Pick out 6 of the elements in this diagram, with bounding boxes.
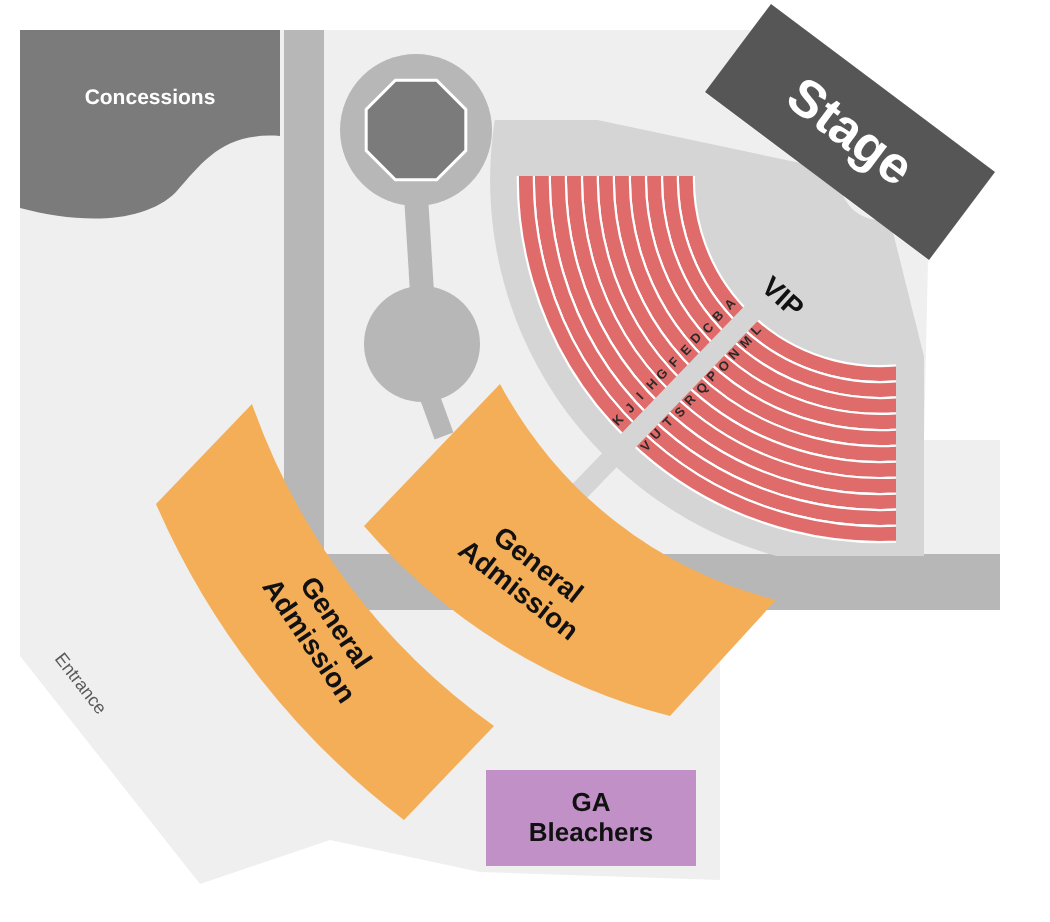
section-label: VIP xyxy=(753,267,813,328)
section-label: GA Bleachers xyxy=(526,788,656,848)
stage-platform xyxy=(704,4,996,260)
concessions-area xyxy=(20,30,280,222)
bleachers-section xyxy=(486,770,696,866)
area-label: Concessions xyxy=(82,88,218,112)
